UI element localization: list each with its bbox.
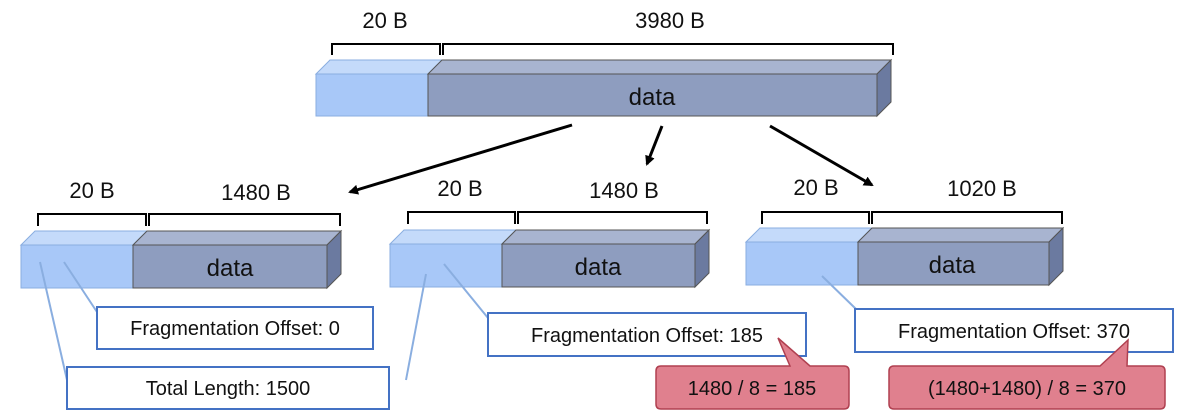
- fragment-1-offset-box: [96, 306, 374, 350]
- fragment-2-data-block: [501, 243, 696, 288]
- original-data-side: [876, 58, 892, 118]
- fragment-3-data-top: [856, 227, 1065, 243]
- fragment-2-header-bracket: [407, 211, 516, 224]
- original-data-label: data: [629, 84, 676, 111]
- fragment-3: 20 B 1020 B data Fragmentation Offset: 3…: [744, 175, 1174, 410]
- fragment-2-data-top: [500, 229, 711, 245]
- fragment-3-calc-label: (1480+1480) / 8 = 370: [928, 378, 1126, 400]
- fragment-2-length-connector: [405, 273, 427, 381]
- fragment-3-header-top: [744, 227, 874, 243]
- fragment-3-header-size: 20 B: [793, 175, 838, 200]
- fragment-1-header-size: 20 B: [69, 178, 114, 203]
- fragment-2-offset-connector: [443, 263, 489, 319]
- fragment-2-offset-label: Fragmentation Offset: 185: [531, 325, 763, 347]
- fragment-1-header-top: [19, 230, 149, 246]
- fragment-1-data-bracket: [148, 213, 341, 226]
- fragment-2-data-side: [694, 228, 710, 289]
- original-data-size: 3980 B: [635, 8, 705, 33]
- original-data-block: [427, 73, 878, 117]
- fragment-1-data-side: [326, 229, 342, 290]
- fragment-1-data-label: data: [207, 255, 254, 282]
- arrow-to-fragment-2: [645, 125, 664, 166]
- fragment-3-data-side: [1048, 226, 1064, 287]
- fragment-2-header-top: [388, 229, 518, 245]
- original-header-bracket: [331, 43, 441, 55]
- fragment-3-data-size: 1020 B: [947, 176, 1017, 201]
- fragment-3-offset-label: Fragmentation Offset: 370: [898, 321, 1130, 343]
- fragment-2-header-size: 20 B: [437, 176, 482, 201]
- arrow-to-fragment-3: [769, 124, 874, 187]
- fragment-1-length-label: Total Length: 1500: [146, 378, 311, 400]
- fragment-1-length-box: [66, 366, 390, 410]
- original-header-block: [315, 73, 429, 117]
- fragment-3-header-block: [745, 241, 859, 286]
- fragment-1-data-block: [132, 244, 328, 289]
- fragment-2: 20 B 1480 B data Fragmentation Offset: 1…: [388, 176, 850, 410]
- fragment-3-data-label: data: [929, 252, 976, 279]
- fragment-1-data-top: [131, 230, 343, 246]
- original-data-top: [426, 59, 893, 75]
- fragment-3-data-bracket: [871, 211, 1063, 224]
- original-data-bracket: [442, 43, 894, 55]
- fragment-2-offset-box: [487, 312, 807, 357]
- fragment-3-data-block: [857, 241, 1050, 286]
- fragment-2-data-label: data: [575, 254, 622, 281]
- fragment-3-calc-callout: [888, 338, 1166, 410]
- fragment-1-offset-connector: [63, 261, 98, 313]
- original-header-size: 20 B: [362, 8, 407, 33]
- fragment-1-length-connector: [39, 261, 68, 381]
- fragment-3-offset-connector: [821, 275, 858, 311]
- fragment-3-header-bracket: [761, 211, 870, 224]
- fragment-2-calc-label: 1480 / 8 = 185: [688, 378, 816, 400]
- fragment-1-data-size: 1480 B: [221, 180, 291, 205]
- fragment-2-data-size: 1480 B: [589, 178, 659, 203]
- original-packet: 20 B 3980 B data: [314, 8, 894, 118]
- original-header-top: [314, 59, 444, 75]
- fragment-1-header-bracket: [37, 213, 147, 226]
- fragment-1: 20 B 1480 B data Fragmentation Offset: 0…: [19, 178, 390, 410]
- fragment-2-data-bracket: [517, 211, 708, 224]
- fragment-2-calc-callout: [655, 337, 850, 410]
- fragment-1-offset-label: Fragmentation Offset: 0: [130, 318, 340, 340]
- fragment-3-offset-box: [854, 308, 1174, 353]
- split-arrows: [348, 123, 874, 195]
- arrow-to-fragment-1: [348, 123, 573, 195]
